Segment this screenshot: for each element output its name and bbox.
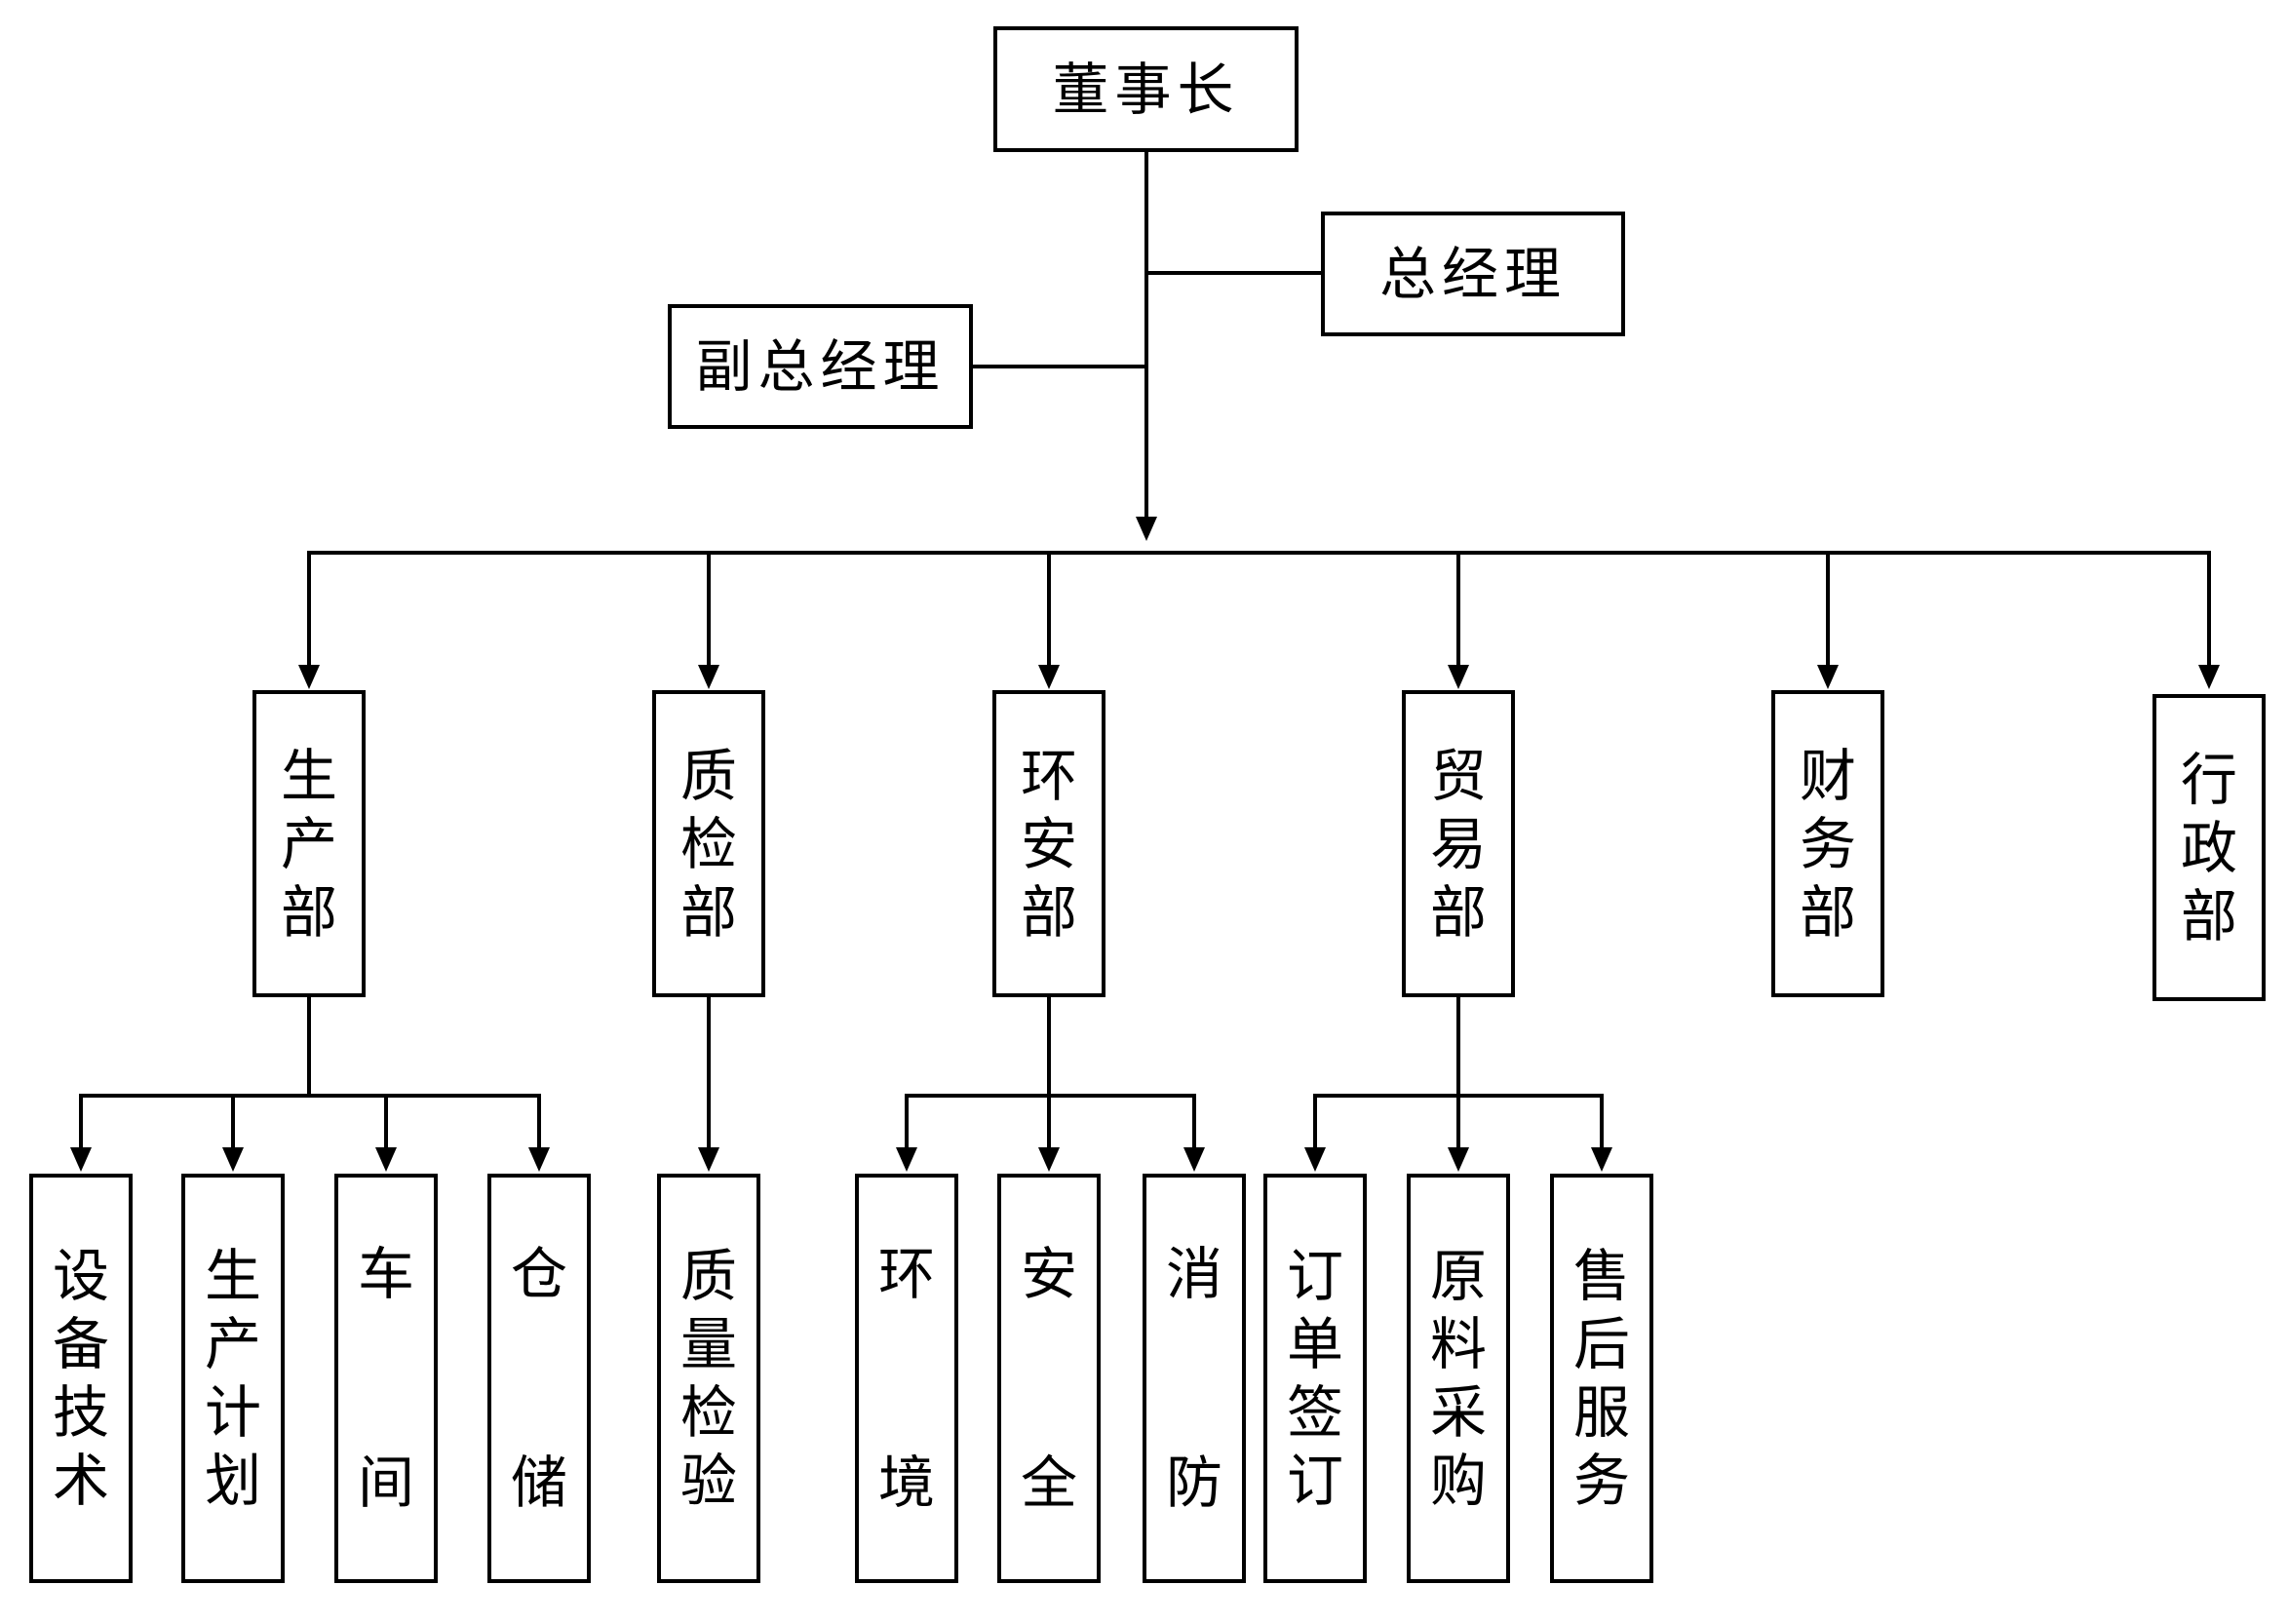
unit-order-signing-box: 订单签订 [1263, 1174, 1367, 1583]
unit-raw-material-purchase-label: 原料采购 [1429, 1243, 1487, 1514]
dept-finance-box: 财务部 [1771, 690, 1884, 997]
unit-workshop-label: 车间 [357, 1241, 414, 1516]
arrow-dept-admin [2198, 665, 2220, 689]
dept-trade-box: 贸易部 [1402, 690, 1515, 997]
arrow-dept-finance [1817, 665, 1839, 689]
dept-qc-label: 质检部 [679, 742, 737, 946]
dept-env-safety-label: 环安部 [1020, 742, 1077, 946]
dept-admin-label: 行政部 [2180, 746, 2237, 949]
general-manager-box: 总经理 [1321, 212, 1625, 336]
arrow-to-bus [1136, 517, 1157, 541]
unit-storage-label: 仓储 [510, 1241, 567, 1516]
arrow-dept-qc [698, 665, 719, 689]
dept-qc-box: 质检部 [652, 690, 765, 997]
dept-admin-box: 行政部 [2152, 694, 2266, 1001]
unit-raw-material-purchase-box: 原料采购 [1407, 1174, 1510, 1583]
unit-storage-box: 仓储 [487, 1174, 591, 1583]
chairman-box: 董事长 [993, 26, 1299, 152]
unit-equipment-tech-box: 设备技术 [29, 1174, 133, 1583]
arrow-dept-trade [1448, 665, 1469, 689]
unit-production-plan-label: 生产计划 [204, 1243, 261, 1514]
unit-quality-inspection-label: 质量检验 [679, 1243, 737, 1514]
deputy-general-manager-box: 副总经理 [668, 304, 973, 429]
unit-safety-box: 安全 [997, 1174, 1101, 1583]
arrow-dept-production [298, 665, 320, 689]
dept-production-label: 生产部 [280, 742, 337, 946]
unit-order-signing-label: 订单签订 [1286, 1243, 1343, 1514]
arrow-dept-env-safety [1038, 665, 1060, 689]
unit-workshop-box: 车间 [334, 1174, 438, 1583]
unit-after-sales-box: 售后服务 [1550, 1174, 1653, 1583]
unit-environment-box: 环境 [855, 1174, 958, 1583]
general-manager-label: 总经理 [1378, 241, 1567, 307]
unit-fire-protection-label: 消防 [1165, 1241, 1222, 1516]
unit-fire-protection-box: 消防 [1143, 1174, 1246, 1583]
dept-env-safety-box: 环安部 [992, 690, 1105, 997]
dept-finance-label: 财务部 [1799, 742, 1856, 946]
unit-safety-label: 安全 [1020, 1241, 1077, 1516]
deputy-general-manager-label: 副总经理 [695, 333, 946, 400]
unit-after-sales-label: 售后服务 [1572, 1243, 1630, 1514]
chairman-label: 董事长 [1052, 56, 1240, 123]
unit-production-plan-box: 生产计划 [181, 1174, 285, 1583]
unit-quality-inspection-box: 质量检验 [657, 1174, 760, 1583]
unit-equipment-tech-label: 设备技术 [52, 1243, 109, 1514]
dept-production-box: 生产部 [252, 690, 366, 997]
unit-environment-label: 环境 [877, 1241, 935, 1516]
dept-trade-label: 贸易部 [1429, 742, 1487, 946]
